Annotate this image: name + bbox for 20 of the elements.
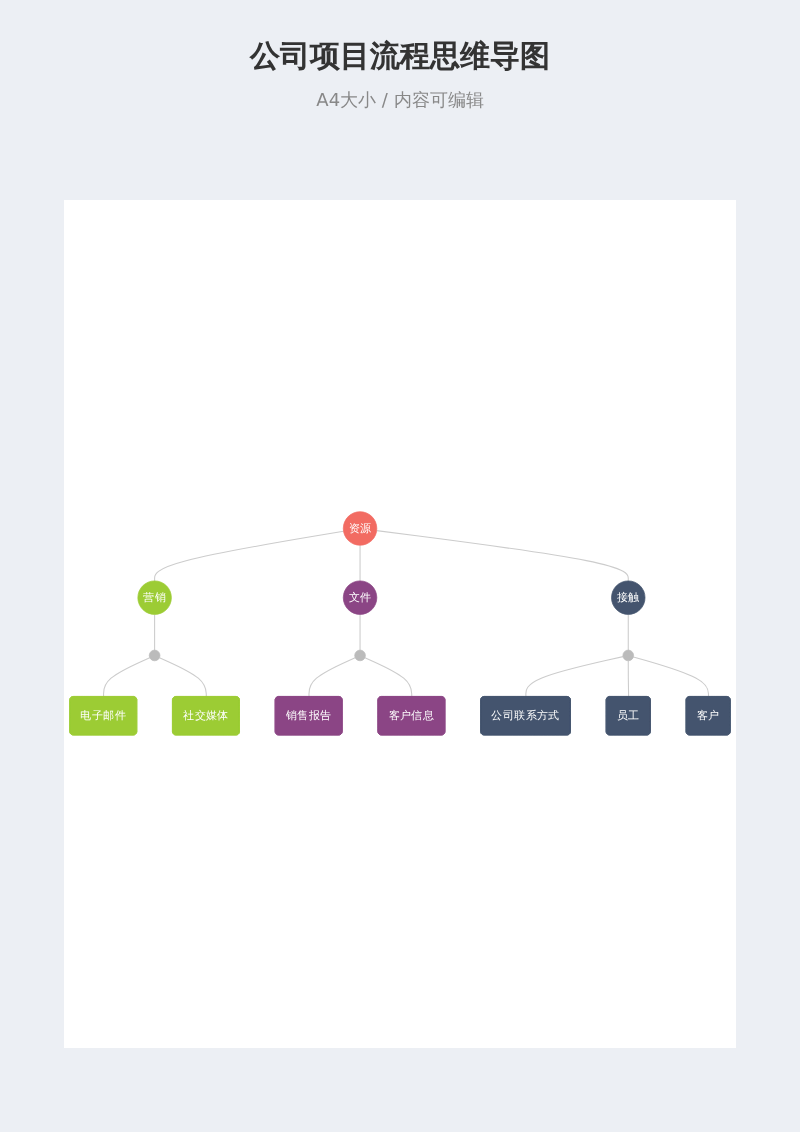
node-circle — [137, 581, 172, 616]
node-circle — [611, 581, 646, 616]
node-circle — [342, 512, 378, 547]
node-circle — [354, 650, 366, 662]
connector — [308, 657, 356, 698]
title: 公司项目流程思维导图 — [250, 38, 550, 76]
subtitle: A4大小 / 内容可编辑 — [316, 89, 484, 114]
connector — [364, 657, 413, 698]
connector — [525, 656, 624, 698]
connector — [103, 657, 151, 698]
connector — [627, 660, 630, 698]
connector — [158, 657, 207, 698]
connector — [627, 614, 629, 652]
connector — [154, 614, 156, 652]
connector — [376, 530, 629, 583]
connector — [632, 657, 710, 698]
node-circle — [148, 650, 161, 662]
node-circle — [342, 581, 378, 616]
connector — [154, 531, 345, 583]
node-circle — [622, 650, 634, 662]
